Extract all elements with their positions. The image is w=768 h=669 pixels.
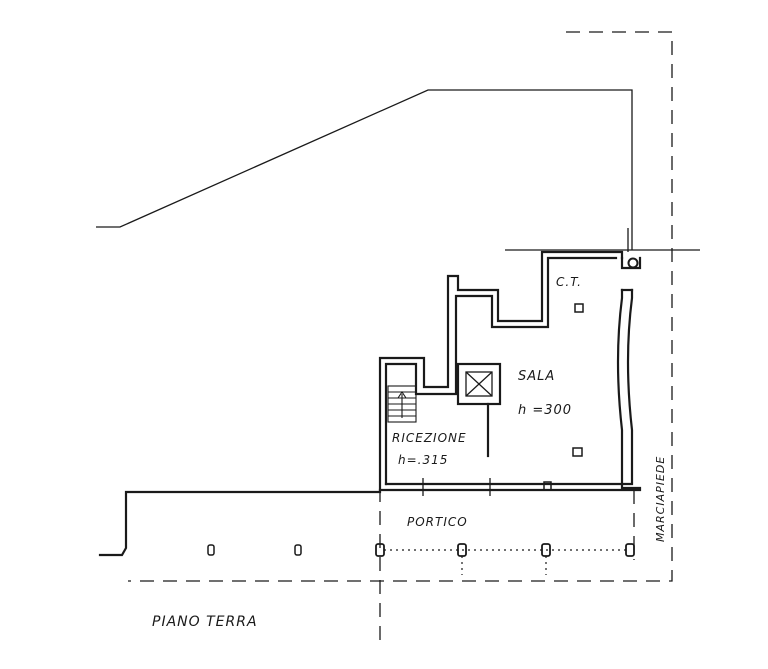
flue-pipe <box>620 256 642 270</box>
column <box>625 543 635 557</box>
marciapiede-label: MARCIAPIEDE <box>654 456 667 542</box>
ricezione-height-label: h=.315 <box>398 453 448 467</box>
east-curved-wall <box>616 288 642 490</box>
portico-column-axis <box>461 556 547 575</box>
portico-label: PORTICO <box>407 515 468 529</box>
lot-boundary-line <box>96 89 633 250</box>
sala-height-label: h =300 <box>518 403 572 418</box>
column <box>207 544 215 556</box>
property-dashed-outline <box>128 31 673 582</box>
fixture-square <box>572 447 583 457</box>
floor-title: PIANO TERRA <box>152 614 258 630</box>
sala-label: SALA <box>518 369 555 384</box>
flue-circle <box>627 257 639 269</box>
ricezione-label: RICEZIONE <box>392 431 467 445</box>
lift-cross <box>465 371 493 397</box>
east-curved-wall-inner <box>626 288 634 484</box>
lift-car <box>465 371 493 397</box>
building-outer-wall <box>378 250 624 492</box>
stair-icon <box>387 385 417 423</box>
fixture-square <box>574 303 584 313</box>
column <box>294 544 302 556</box>
building-inner-wall <box>384 256 618 486</box>
portico-wall <box>98 490 382 557</box>
pillar-square <box>543 481 552 491</box>
ct-label: C.T. <box>556 275 582 289</box>
lift-shaft <box>456 362 502 406</box>
